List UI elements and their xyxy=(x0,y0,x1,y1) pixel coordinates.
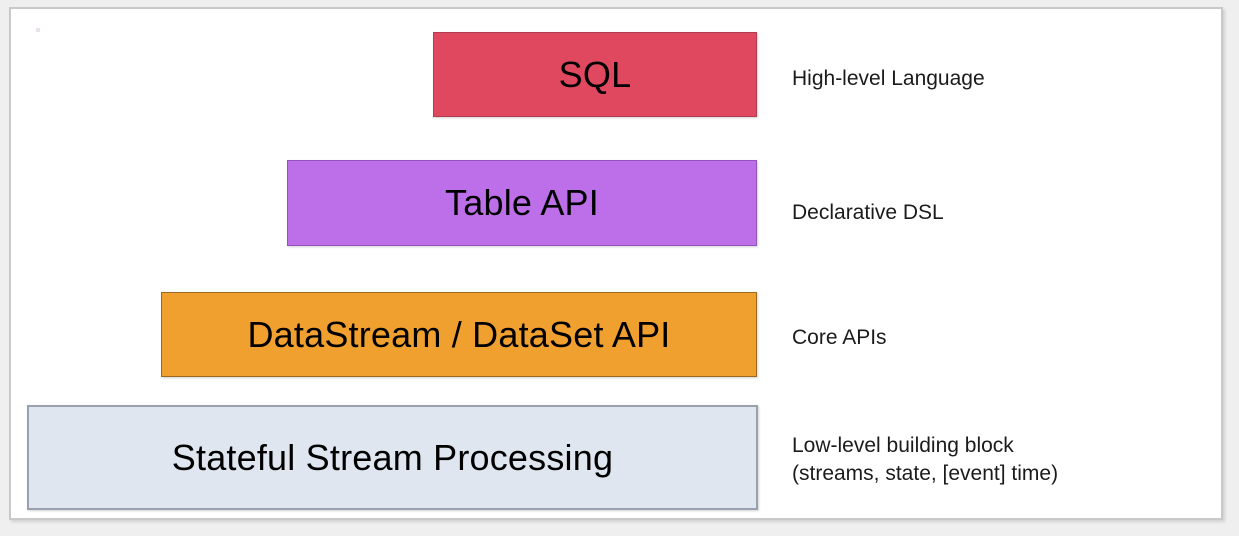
layer-bar-table-api[interactable]: Table API xyxy=(287,160,757,246)
layer-description-stateful-stream-processing: Low-level building block (streams, state… xyxy=(792,434,1059,485)
layer-bar-datastream-dataset-api-label: DataStream / DataSet API xyxy=(247,313,671,355)
layer-bar-sql-label: SQL xyxy=(558,53,632,95)
layer-bar-sql[interactable]: SQL xyxy=(433,32,757,117)
canvas-artifact-speck xyxy=(36,28,40,32)
layer-description-table-api: Declarative DSL xyxy=(792,201,944,224)
layer-bar-stateful-stream-processing-label: Stateful Stream Processing xyxy=(171,436,614,478)
layer-bar-stateful-stream-processing[interactable]: Stateful Stream Processing xyxy=(27,405,758,510)
slide-frame: SQL High-level Language Table API Declar… xyxy=(9,7,1223,520)
diagram-canvas: SQL High-level Language Table API Declar… xyxy=(11,9,1221,518)
layer-bar-datastream-dataset-api[interactable]: DataStream / DataSet API xyxy=(161,292,757,377)
layer-description-datastream-dataset-api: Core APIs xyxy=(792,326,887,349)
layer-bar-table-api-label: Table API xyxy=(445,182,599,223)
layer-description-sql: High-level Language xyxy=(792,67,985,90)
